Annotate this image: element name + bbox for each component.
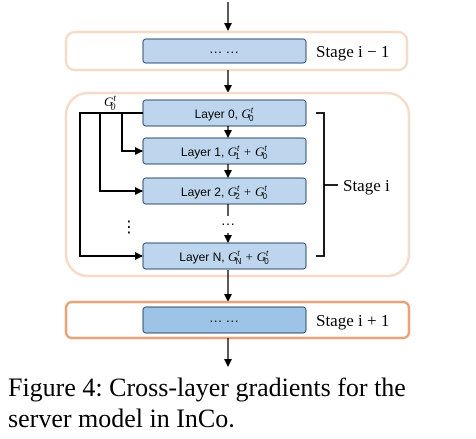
layer-1-box — [142, 137, 307, 165]
stage-next-label: Stage i + 1 — [316, 311, 389, 330]
side-dots: ⋮ — [121, 219, 137, 236]
stage-prev-box — [142, 38, 307, 64]
stage-brace — [316, 112, 338, 257]
caption-line-2: server model in InCo. — [8, 404, 235, 433]
stage-next-box-text: ··· ··· — [209, 313, 239, 328]
caption-line-1: Figure 4: Cross-layer gradients for the — [8, 373, 406, 402]
stage-current-label: Stage i — [343, 176, 390, 195]
layer-n-box — [142, 242, 307, 270]
layer-gap-dots: ··· — [221, 215, 235, 231]
figure-caption: Figure 4: Cross-layer gradients for the … — [8, 372, 473, 434]
stage-prev-box-text: ··· ··· — [209, 44, 239, 59]
layer-2-box — [142, 177, 307, 205]
skip-connections — [79, 112, 143, 260]
stage-next-box — [142, 306, 307, 334]
stage-prev-label: Stage i − 1 — [316, 42, 389, 61]
